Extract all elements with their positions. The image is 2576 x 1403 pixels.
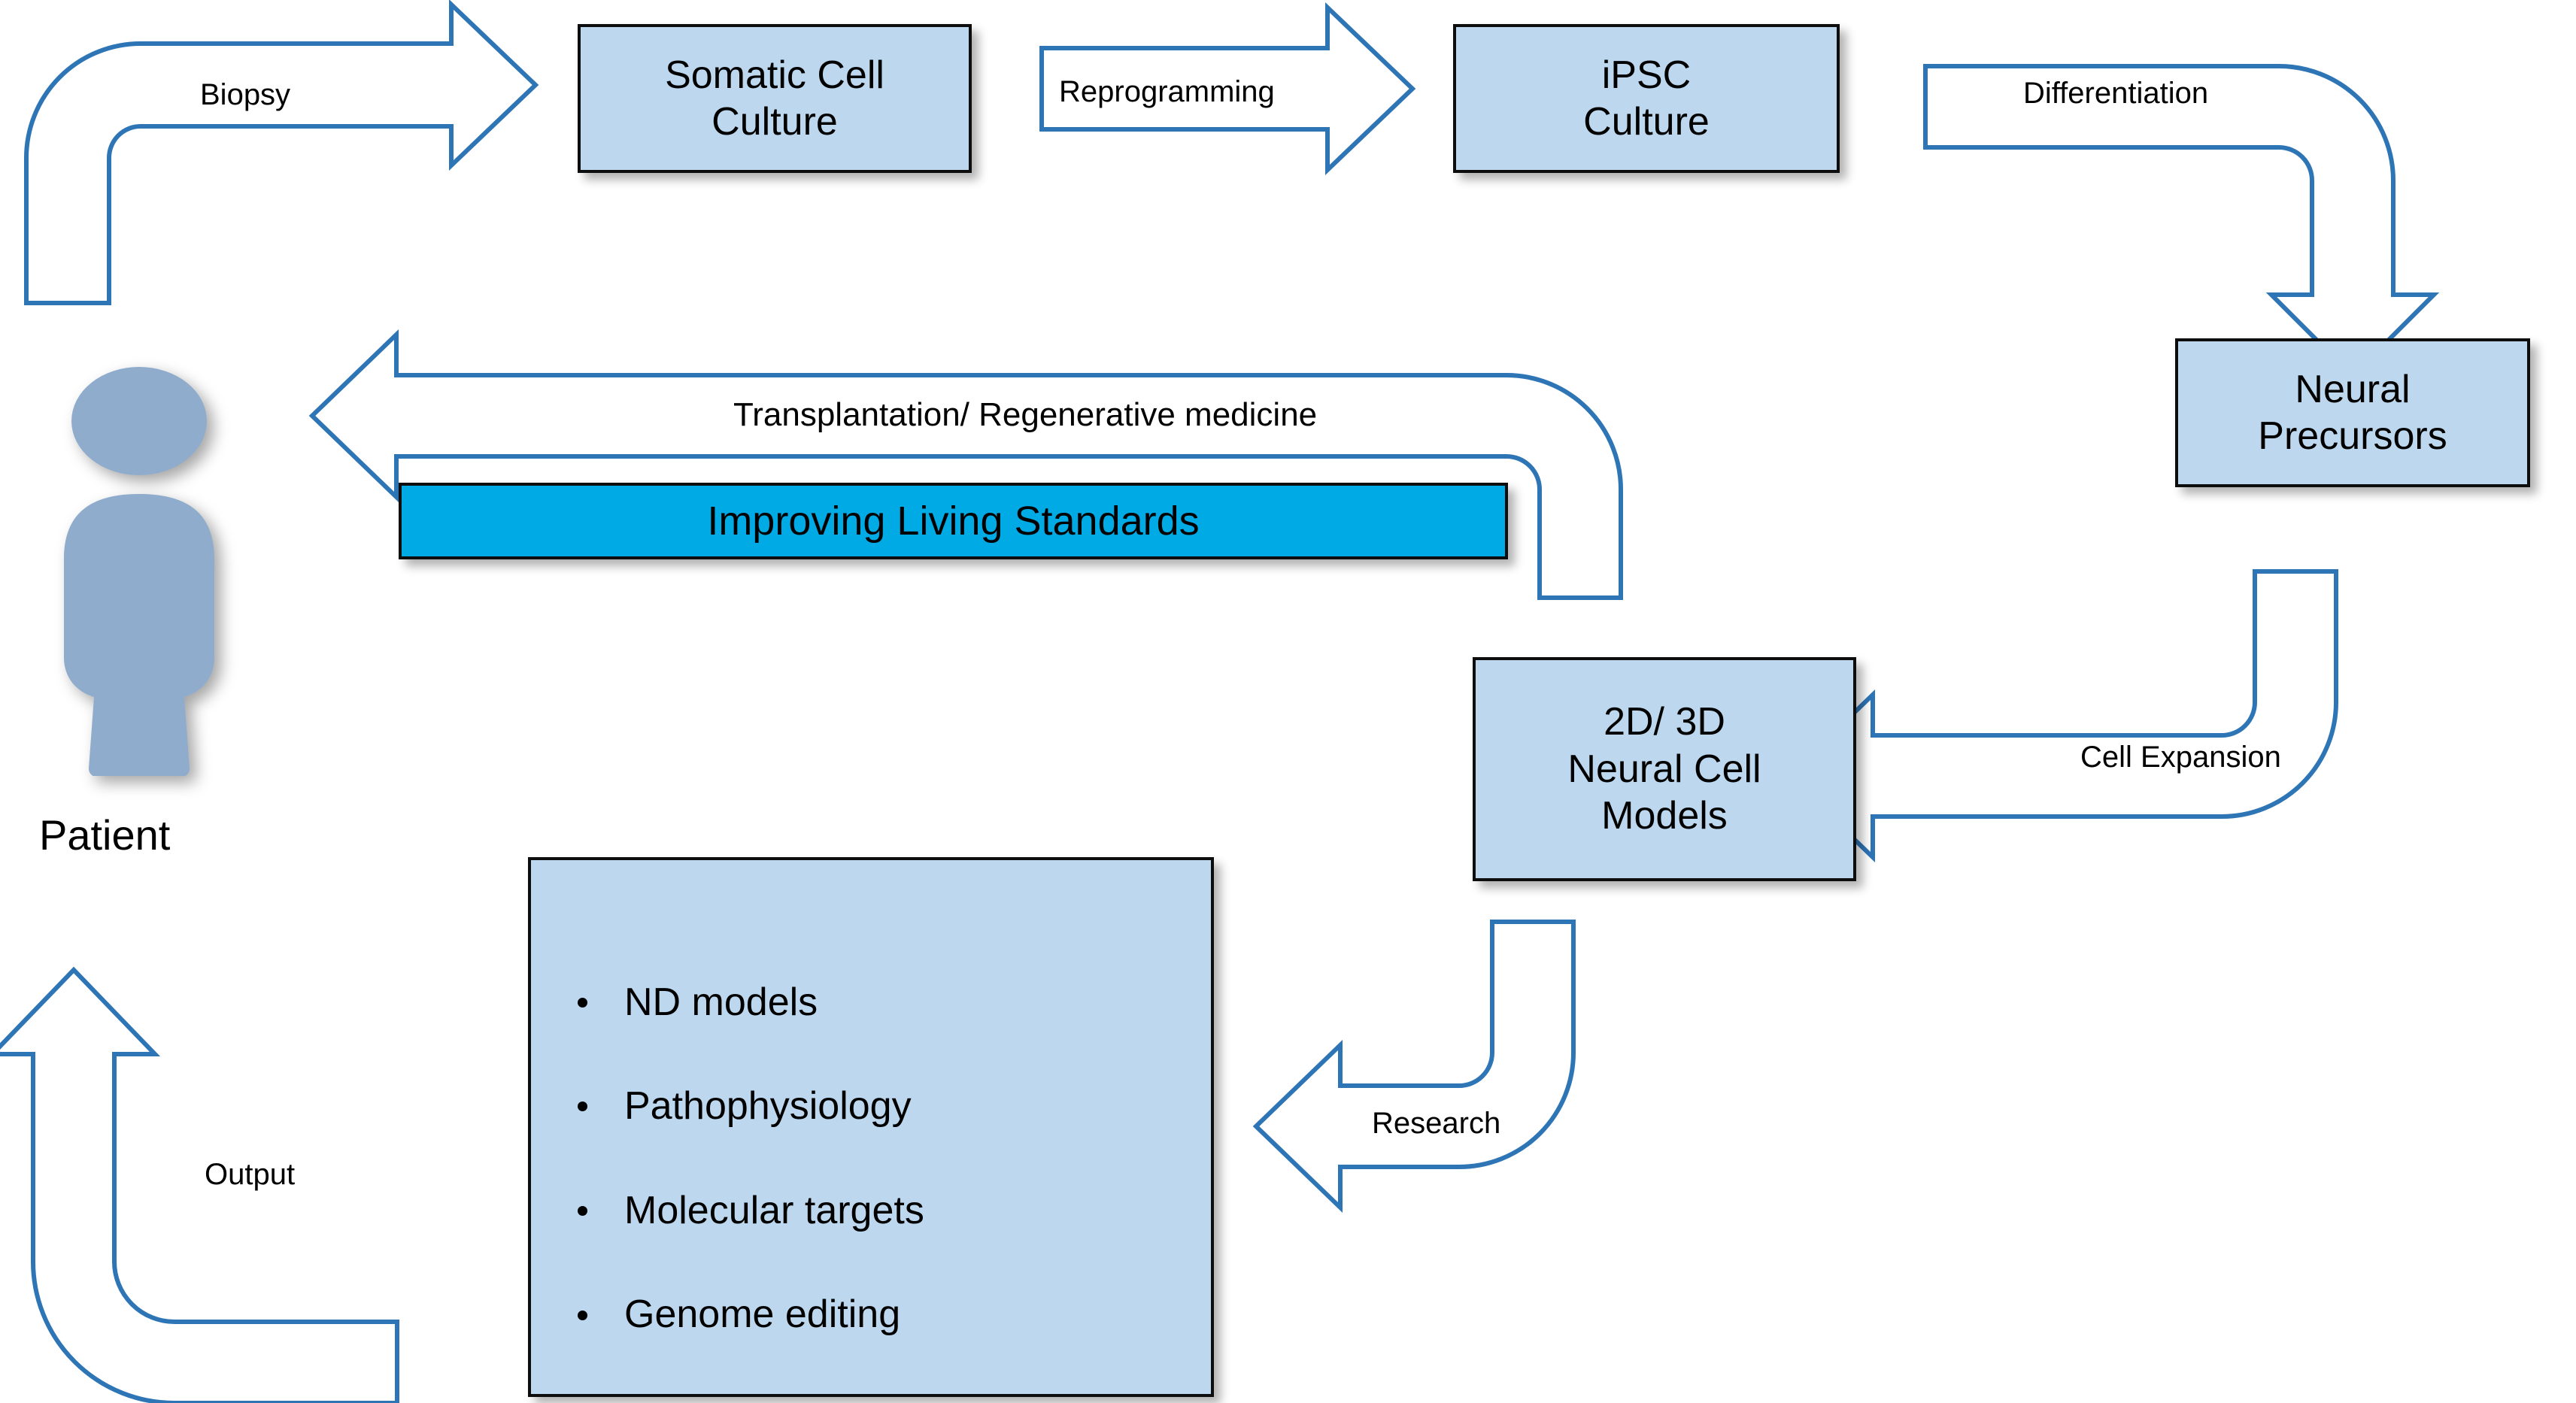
node-improving-living-standards[interactable]: Improving Living Standards [399,483,1508,559]
node-somatic-cell-culture[interactable]: Somatic Cell Culture [578,24,972,173]
patient-label: Patient [39,811,171,859]
differentiation-arrow [1923,64,2440,380]
node-neural-precursors[interactable]: Neural Precursors [2175,338,2530,487]
list-item: Drug screening [570,1390,1211,1403]
node-research-outputs[interactable]: ND models Pathophysiology Molecular targ… [528,857,1214,1403]
caption-reprogramming: Reprogramming [1059,75,1275,108]
list-item: Molecular targets [570,1182,1211,1239]
biopsy-arrow [24,0,539,305]
caption-differentiation: Differentiation [2023,77,2209,110]
caption-biopsy: Biopsy [200,78,291,111]
node-ipsc-culture[interactable]: iPSC Culture [1453,24,1840,173]
patient-figure [53,362,241,782]
list-item: Genome editing [570,1286,1211,1343]
node-neural-cell-models[interactable]: 2D/ 3D Neural Cell Models [1473,657,1856,881]
caption-transplantation: Transplantation/ Regenerative medicine [733,396,1318,433]
patient-icon [64,367,214,782]
research-arrow [1252,920,1576,1214]
research-output-list: ND models Pathophysiology Molecular targ… [531,926,1211,1403]
cell-expansion-arrow [1785,569,2338,863]
list-item: ND models [570,974,1211,1031]
list-item: Pathophysiology [570,1077,1211,1135]
output-arrow-shape [0,966,399,1403]
caption-cell-expansion: Cell Expansion [2080,741,2281,774]
caption-output: Output [205,1158,296,1191]
caption-research: Research [1372,1107,1501,1140]
